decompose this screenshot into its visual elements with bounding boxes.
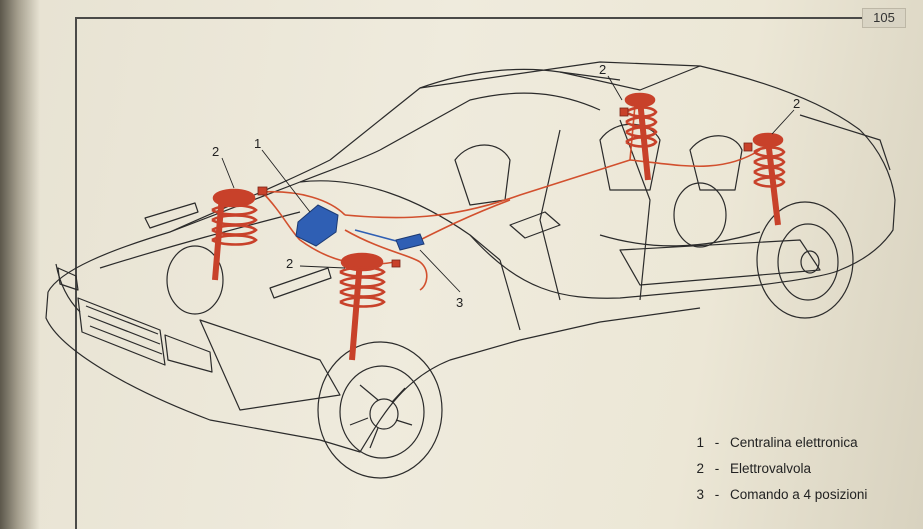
legend-number: 2 <box>696 461 704 476</box>
valve-front-left <box>257 186 268 196</box>
callout-valve-rear-right: 2 <box>793 96 800 111</box>
page-number: 105 <box>862 8 906 28</box>
rear-wheel-right <box>756 201 854 319</box>
callout-selector: 3 <box>456 295 463 310</box>
legend: 1-Centralina elettronica 2-Elettrovalvol… <box>690 430 915 508</box>
solenoid-valves <box>257 107 753 268</box>
callout-valve-front-right: 2 <box>286 256 293 271</box>
legend-label: Elettrovalvola <box>730 461 812 476</box>
wiring-harness <box>261 104 761 291</box>
legend-label: Centralina elettronica <box>730 435 858 450</box>
frame-border-top <box>75 17 865 19</box>
frame-border-left <box>75 17 77 529</box>
car-body-outline <box>45 61 896 453</box>
legend-dash: - <box>714 435 720 450</box>
front-wheel-left <box>166 245 224 315</box>
mode-selector <box>395 233 425 251</box>
strut-front-left <box>211 188 258 281</box>
legend-number: 1 <box>696 435 704 450</box>
page-gutter-shadow <box>0 0 40 529</box>
leader-lines <box>221 75 795 293</box>
legend-dash: - <box>714 461 720 476</box>
callout-valve-rear-left: 2 <box>599 62 606 77</box>
wheels <box>166 182 854 479</box>
legend-item-valve: 2-Elettrovalvola <box>690 456 915 482</box>
front-wheel-right <box>317 341 443 479</box>
suspension-struts <box>211 92 786 361</box>
valve-rear-right <box>743 142 753 152</box>
legend-number: 3 <box>696 487 704 502</box>
valve-rear-left <box>619 107 629 117</box>
legend-dash: - <box>714 487 720 502</box>
legend-item-control-unit: 1-Centralina elettronica <box>690 430 915 456</box>
callout-control-unit: 1 <box>254 136 261 151</box>
rear-wheel-left <box>673 182 727 248</box>
legend-item-selector: 3-Comando a 4 posizioni <box>690 482 915 508</box>
callout-valve-front-left: 2 <box>212 144 219 159</box>
strut-front-right <box>339 252 386 361</box>
strut-rear-right <box>752 132 786 226</box>
legend-label: Comando a 4 posizioni <box>730 487 868 502</box>
control-unit <box>295 204 339 247</box>
strut-rear-left <box>624 92 658 181</box>
valve-front-right <box>391 259 401 268</box>
